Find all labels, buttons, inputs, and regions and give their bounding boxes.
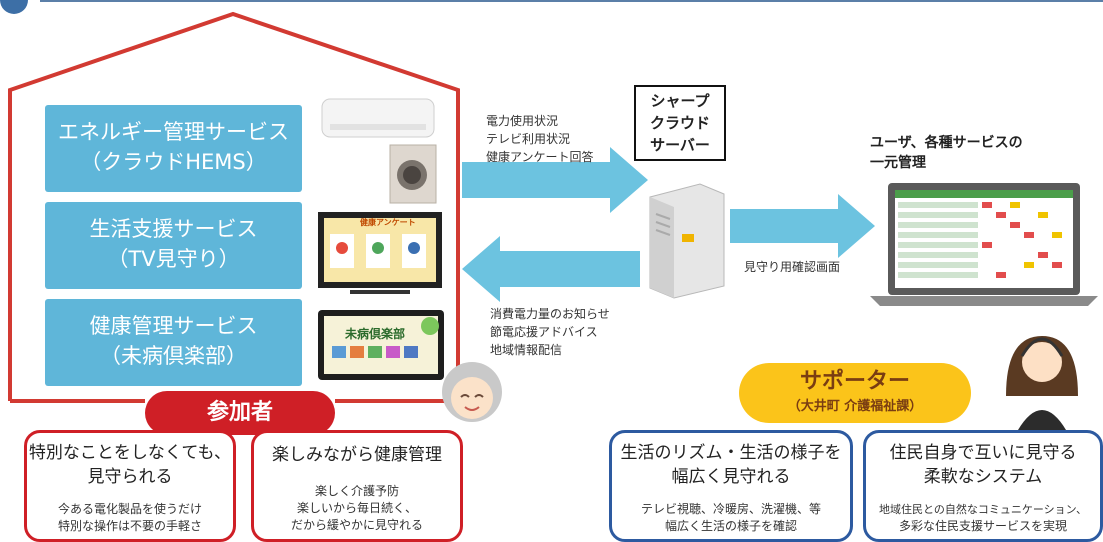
management-line-1: ユーザ、各種サービスの (870, 135, 1023, 151)
card1-sub-1: 今ある電化製品を使うだけ (57, 502, 202, 516)
download-label-advice: 節電応援アドバイス (490, 325, 598, 339)
tablet-icon (318, 310, 444, 380)
tv-screen-title: 健康アンケート (360, 218, 416, 227)
participant-badge: 参加者 (145, 391, 335, 435)
upload-label-tv: テレビ利用状況 (486, 132, 571, 146)
washing-machine-icon (389, 144, 437, 204)
card2-sub-1: 楽しく介護予防 (314, 484, 399, 498)
server-line-1: シャープ (650, 92, 710, 110)
supporter-subtitle: （大井町 介護福祉課） (787, 399, 923, 414)
card3-sub-2: 幅広く生活の様子を確認 (664, 519, 797, 533)
service-life-subtitle: （TV見守り） (107, 247, 240, 271)
card4-heading-1: 住民自身で互いに見守る (889, 443, 1077, 463)
header-corner-icon (0, 0, 28, 14)
upload-labels: 電力使用状況 テレビ利用状況 健康アンケート回答 (486, 112, 594, 166)
sharp-cloud-server-label: シャープ クラウド サーバー (634, 85, 726, 161)
download-label-region: 地域情報配信 (490, 343, 563, 357)
card-no-special-effort: 特別なことをしなくても、 見守られる 今ある電化製品を使うだけ 特別な操作は不要… (24, 430, 236, 542)
card-wide-monitoring: 生活のリズム・生活の様子を 幅広く見守れる テレビ視聴、冷暖房、洗濯機、等 幅広… (609, 430, 853, 542)
house-outline (8, 11, 460, 401)
card4-sub-2: 多彩な住民支援サービスを実現 (898, 519, 1067, 533)
to-management-arrow (730, 194, 875, 258)
card3-heading-2: 幅広く見守れる (671, 467, 791, 487)
upload-label-health: 健康アンケート回答 (486, 150, 594, 164)
monitor-label: 見守り用確認画面 (744, 260, 841, 274)
card2-sub-3: だから緩やかに見守れる (290, 518, 423, 532)
card1-heading-1: 特別なことをしなくても、 (28, 443, 232, 463)
service-energy-management: エネルギー管理サービス （クラウドHEMS） (45, 105, 302, 192)
download-arrow (462, 236, 640, 302)
service-life-support: 生活支援サービス （TV見守り） (45, 202, 302, 289)
service-energy-subtitle: （クラウドHEMS） (80, 150, 267, 174)
upload-arrow (462, 147, 648, 213)
supporter-operator-icon (1006, 336, 1078, 430)
download-labels: 消費電力量のお知らせ 節電応援アドバイス 地域情報配信 (490, 305, 610, 359)
elderly-participant-icon (442, 362, 502, 422)
air-conditioner-icon (321, 98, 435, 138)
card4-sub-1: 地域住民との自然なコミュニケーション、 (878, 503, 1087, 516)
download-label-power: 消費電力量のお知らせ (490, 307, 610, 321)
service-health-subtitle: （未病倶楽部） (100, 344, 247, 368)
upload-label-power: 電力使用状況 (486, 114, 559, 128)
card-flexible-system: 住民自身で互いに見守る 柔軟なシステム 地域住民との自然なコミュニケーション、 … (863, 430, 1103, 542)
tv-icon (318, 212, 442, 294)
service-health-title: 健康管理サービス (89, 314, 258, 338)
card1-heading-2: 見守られる (87, 467, 173, 487)
supporter-badge: サポーター （大井町 介護福祉課） (739, 363, 971, 423)
card2-heading-1: 楽しみながら健康管理 (272, 445, 442, 465)
card2-sub-2: 楽しいから毎日続く、 (296, 501, 417, 515)
card1-sub-2: 特別な操作は不要の手軽さ (57, 519, 202, 533)
service-health-management: 健康管理サービス （未病倶楽部） (45, 299, 302, 386)
laptop-icon (870, 183, 1098, 306)
management-line-2: 一元管理 (870, 155, 926, 171)
card4-heading-2: 柔軟なシステム (923, 467, 1043, 487)
card-enjoy-health-management: 楽しみながら健康管理 楽しく介護予防 楽しいから毎日続く、 だから緩やかに見守れ… (251, 430, 463, 542)
server-line-2: クラウド (649, 114, 710, 132)
service-energy-title: エネルギー管理サービス (58, 120, 289, 144)
tablet-screen-title: 未病倶楽部 (345, 327, 406, 341)
service-life-title: 生活支援サービス (89, 217, 258, 241)
server-tower-icon (649, 183, 725, 299)
card3-sub-1: テレビ視聴、冷暖房、洗濯機、等 (640, 502, 821, 516)
card3-heading-1: 生活のリズム・生活の様子を (620, 443, 842, 463)
header-rule (40, 0, 1103, 2)
server-line-3: サーバー (650, 136, 710, 154)
supporter-title: サポーター (799, 369, 910, 394)
management-label: ユーザ、各種サービスの 一元管理 (870, 133, 1023, 173)
